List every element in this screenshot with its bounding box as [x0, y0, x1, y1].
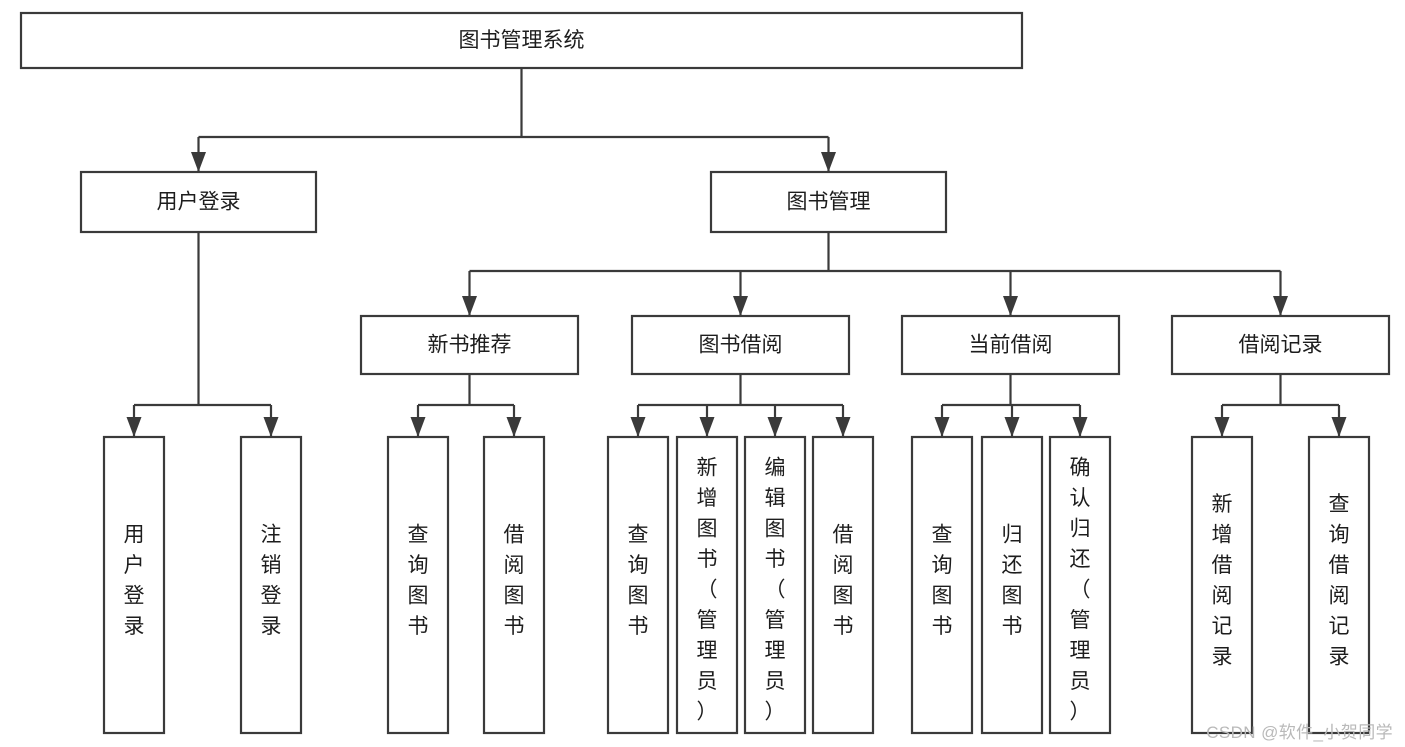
- leaf-node-10[interactable]: 归还图书: [980, 435, 1044, 735]
- leaf-node-box[interactable]: [811, 435, 875, 735]
- arrow-head-icon: [506, 417, 522, 437]
- level3-node-label: 当前借阅: [969, 334, 1053, 357]
- level3-node-label: 借阅记录: [1239, 334, 1323, 357]
- arrow-head-icon: [1003, 296, 1018, 316]
- root-node-label: 图书管理系统: [459, 29, 585, 52]
- arrow-head-icon: [767, 417, 783, 437]
- leaf-node-box[interactable]: [386, 435, 450, 735]
- edge-borrow-to-leaves: [630, 374, 851, 437]
- leaf-node-label: 归还图书: [1002, 523, 1023, 638]
- arrow-head-icon: [934, 417, 950, 437]
- arrow-head-icon: [191, 152, 206, 172]
- level3-node-box[interactable]: [900, 314, 1121, 376]
- level2-node-label: 用户登录: [157, 191, 241, 214]
- leaf-node-label: 借阅图书: [833, 523, 854, 638]
- leaf-node-label: 新增图书（管理员）: [697, 456, 718, 723]
- leaf-node-label: 编辑图书（管理员）: [765, 456, 786, 723]
- arrow-head-icon: [126, 417, 142, 437]
- leaf-node-label: 新增借阅记录: [1212, 493, 1233, 669]
- arrow-head-icon: [821, 152, 836, 172]
- leaf-node-label: 借阅图书: [504, 523, 525, 638]
- leaf-node-label: 查询借阅记录: [1329, 493, 1350, 669]
- leaf-node-box[interactable]: [980, 435, 1044, 735]
- arrow-head-icon: [733, 296, 748, 316]
- arrow-head-icon: [462, 296, 477, 316]
- level2-node-box[interactable]: [709, 170, 948, 234]
- edge-user-login-to-leaves: [126, 232, 279, 437]
- leaf-node-box[interactable]: [675, 435, 739, 735]
- leaf-node-box[interactable]: [1048, 435, 1112, 735]
- root-node-box[interactable]: [19, 11, 1024, 70]
- edge-book-mgmt-to-level3: [462, 232, 1288, 316]
- watermark-text: CSDN @软件_小贺同学: [1206, 723, 1393, 742]
- edge-root-to-level2: [191, 68, 836, 172]
- leaf-node-3[interactable]: 查询图书: [386, 435, 450, 735]
- level2-node-box[interactable]: [79, 170, 318, 234]
- level3-node-box[interactable]: [630, 314, 851, 376]
- arrow-head-icon: [835, 417, 851, 437]
- arrow-head-icon: [630, 417, 646, 437]
- level3-node-label: 新书推荐: [428, 334, 512, 357]
- arrow-head-icon: [1214, 417, 1230, 437]
- level3-node-3[interactable]: 当前借阅: [900, 314, 1121, 376]
- leaf-node-13[interactable]: 查询借阅记录: [1307, 435, 1371, 735]
- leaf-node-box[interactable]: [1307, 435, 1371, 735]
- level3-node-4[interactable]: 借阅记录: [1170, 314, 1391, 376]
- leaf-node-box[interactable]: [482, 435, 546, 735]
- leaf-node-box[interactable]: [606, 435, 670, 735]
- level2-node-1[interactable]: 用户登录: [79, 170, 318, 234]
- leaf-node-1[interactable]: 用户登录: [102, 435, 166, 735]
- root-node-1[interactable]: 图书管理系统: [19, 11, 1024, 70]
- leaf-node-6[interactable]: 新增图书（管理员）: [675, 435, 739, 735]
- edge-records-to-leaves: [1214, 374, 1347, 437]
- leaf-node-7[interactable]: 编辑图书（管理员）: [743, 435, 807, 735]
- leaf-node-label: 用户登录: [124, 523, 145, 638]
- leaf-node-9[interactable]: 查询图书: [910, 435, 974, 735]
- leaf-node-label: 查询图书: [408, 523, 429, 638]
- edge-new-book-to-leaves: [410, 374, 522, 437]
- level2-node-2[interactable]: 图书管理: [709, 170, 948, 234]
- leaf-node-box[interactable]: [239, 435, 303, 735]
- level3-node-1[interactable]: 新书推荐: [359, 314, 580, 376]
- arrow-head-icon: [1072, 417, 1088, 437]
- connector-layer: [126, 68, 1347, 437]
- arrow-head-icon: [410, 417, 426, 437]
- node-layer: 图书管理系统用户登录图书管理新书推荐图书借阅当前借阅借阅记录用户登录注销登录查询…: [19, 11, 1391, 735]
- leaf-node-2[interactable]: 注销登录: [239, 435, 303, 735]
- leaf-node-8[interactable]: 借阅图书: [811, 435, 875, 735]
- edge-current-borrow-to-leaves: [934, 374, 1088, 437]
- leaf-node-label: 查询图书: [628, 523, 649, 638]
- level2-node-label: 图书管理: [787, 191, 871, 214]
- leaf-node-label: 查询图书: [932, 523, 953, 638]
- leaf-node-11[interactable]: 确认归还（管理员）: [1048, 435, 1112, 735]
- arrow-head-icon: [699, 417, 715, 437]
- leaf-node-box[interactable]: [743, 435, 807, 735]
- leaf-node-4[interactable]: 借阅图书: [482, 435, 546, 735]
- leaf-node-label: 确认归还（管理员）: [1070, 456, 1091, 723]
- level3-node-box[interactable]: [359, 314, 580, 376]
- arrow-head-icon: [1004, 417, 1020, 437]
- leaf-node-label: 注销登录: [261, 523, 282, 638]
- arrow-head-icon: [263, 417, 279, 437]
- leaf-node-5[interactable]: 查询图书: [606, 435, 670, 735]
- level3-node-label: 图书借阅: [699, 334, 783, 357]
- leaf-node-box[interactable]: [910, 435, 974, 735]
- leaf-node-box[interactable]: [1190, 435, 1254, 735]
- level3-node-2[interactable]: 图书借阅: [630, 314, 851, 376]
- arrow-head-icon: [1273, 296, 1288, 316]
- leaf-node-box[interactable]: [102, 435, 166, 735]
- leaf-node-12[interactable]: 新增借阅记录: [1190, 435, 1254, 735]
- arrow-head-icon: [1331, 417, 1347, 437]
- level3-node-box[interactable]: [1170, 314, 1391, 376]
